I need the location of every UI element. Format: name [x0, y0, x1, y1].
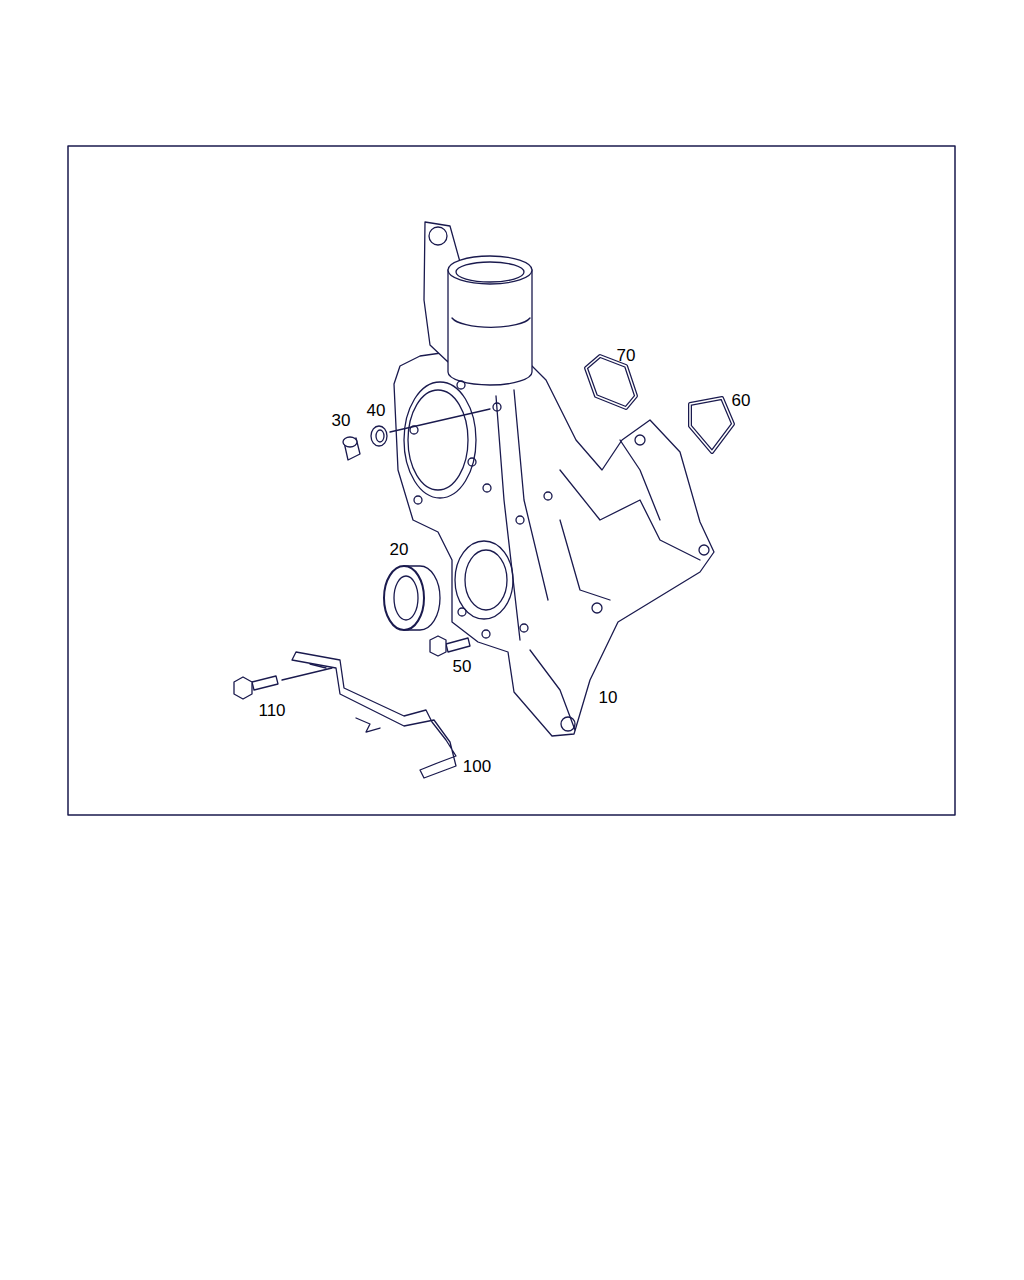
- shaft-seal: [384, 566, 440, 630]
- timing-cover: [394, 222, 714, 736]
- callout-number: 100: [463, 758, 491, 775]
- callout-number: 60: [732, 392, 751, 409]
- bolt: [430, 636, 470, 656]
- callout-number: 110: [258, 702, 285, 719]
- sealing-washer: [371, 409, 490, 446]
- callout-number: 20: [390, 541, 409, 558]
- screw-plug: [343, 437, 360, 460]
- gasket-small: [586, 356, 636, 408]
- callout-number: 70: [617, 347, 636, 364]
- bracket: [292, 652, 456, 778]
- gasket-large: [690, 398, 733, 452]
- frame: [68, 146, 955, 815]
- bolt: [234, 668, 332, 699]
- callout-number: 10: [599, 689, 618, 706]
- callout-number: 50: [453, 658, 472, 675]
- callout-number: 40: [367, 402, 386, 419]
- callout-number: 30: [332, 412, 351, 429]
